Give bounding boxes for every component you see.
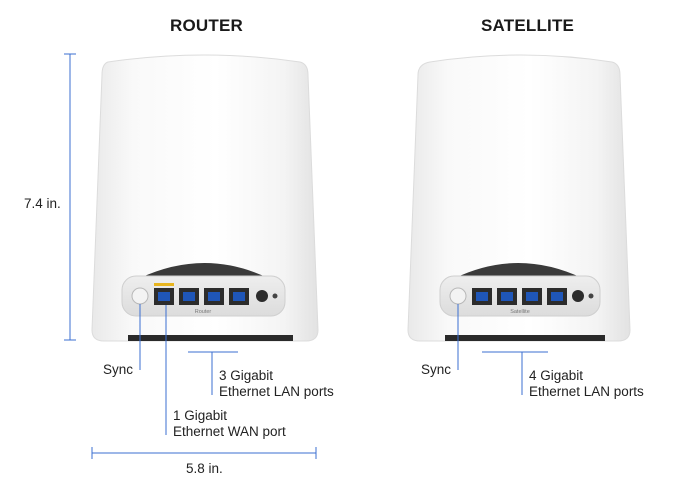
- router-base-shadow: [128, 335, 293, 341]
- callout-lines: [139, 304, 548, 435]
- height-label: 7.4 in.: [24, 196, 61, 211]
- router-sync-callout: Sync: [103, 362, 134, 377]
- satellite-ethernet-ports: [472, 288, 567, 305]
- satellite-port-panel: [439, 275, 601, 317]
- satellite-reset-hole: [588, 293, 594, 299]
- satellite-sync-callout: Sync: [421, 362, 452, 377]
- router-lan-callout: 3 Gigabit Ethernet LAN ports: [219, 368, 334, 400]
- satellite-title: SATELLITE: [481, 16, 575, 35]
- router-device: Router: [91, 54, 319, 342]
- router-sync-button: [131, 287, 149, 305]
- satellite-lan-callout: 4 Gigabit Ethernet LAN ports: [529, 368, 644, 400]
- router-lan-callout-line2: Ethernet LAN ports: [219, 384, 334, 399]
- router-power-jack: [256, 290, 268, 302]
- width-dimension: [91, 447, 317, 459]
- satellite-device: Satellite: [407, 54, 631, 342]
- router-wan-callout: 1 Gigabit Ethernet WAN port: [173, 408, 286, 440]
- router-title: ROUTER: [170, 16, 243, 35]
- satellite-power-jack: [572, 290, 584, 302]
- satellite-vent: [455, 263, 582, 278]
- satellite-base-shadow: [445, 335, 605, 341]
- router-vent: [140, 263, 268, 278]
- router-device-label: Router: [195, 309, 212, 315]
- router-lan-callout-line1: 3 Gigabit: [219, 368, 274, 383]
- satellite-sync-button: [449, 287, 467, 305]
- satellite-body: [407, 54, 631, 342]
- router-wan-indicator: [154, 283, 174, 286]
- router-body: [91, 54, 319, 342]
- router-wan-callout-line2: Ethernet WAN port: [173, 424, 286, 439]
- router-wan-callout-line1: 1 Gigabit: [173, 408, 228, 423]
- height-dimension: [64, 53, 76, 341]
- router-ethernet-ports: [154, 288, 249, 305]
- satellite-device-label: Satellite: [510, 309, 530, 315]
- satellite-lan-callout-line2: Ethernet LAN ports: [529, 384, 644, 399]
- router-reset-hole: [272, 293, 278, 299]
- width-label: 5.8 in.: [186, 461, 223, 476]
- satellite-lan-callout-line1: 4 Gigabit: [529, 368, 584, 383]
